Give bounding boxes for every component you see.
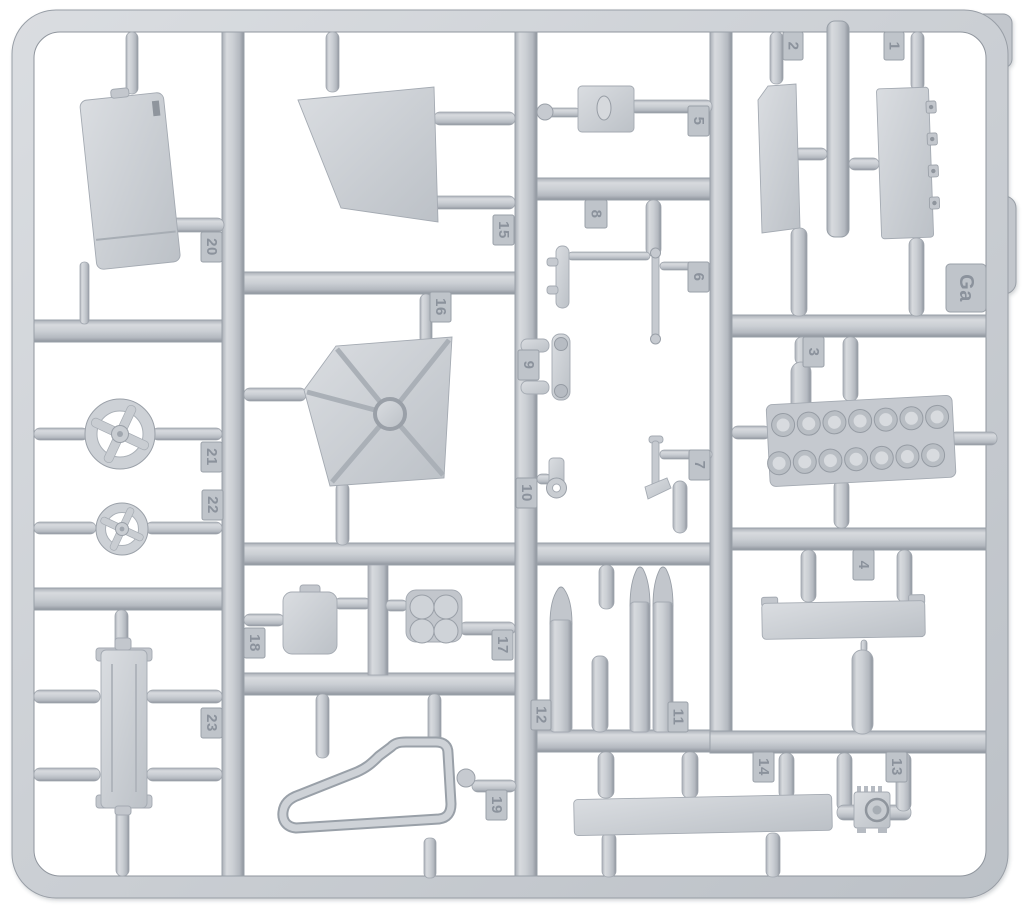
part-number-tag: 19 — [485, 789, 508, 821]
flat-plate-part — [757, 83, 801, 234]
part-number-tag: 7 — [688, 449, 711, 481]
svg-text:5: 5 — [690, 117, 707, 126]
runner-mid-3 — [536, 729, 711, 753]
runner-right-3 — [709, 730, 987, 754]
part-number-tag: 9 — [517, 349, 540, 381]
shell-round-large — [549, 586, 573, 733]
part-number-tag: 5 — [687, 105, 710, 137]
svg-text:11: 11 — [670, 709, 687, 726]
parts — [79, 83, 957, 837]
part-number-tag: 1 — [883, 31, 905, 61]
svg-text:20: 20 — [203, 238, 220, 256]
svg-text:3: 3 — [805, 348, 822, 357]
svg-text:4: 4 — [855, 561, 872, 570]
svg-text:23: 23 — [203, 714, 220, 732]
svg-text:13: 13 — [888, 758, 905, 776]
part-number-tag: 13 — [885, 751, 908, 783]
ribbed-shield-part — [303, 336, 453, 487]
hatch-panel-part — [79, 87, 181, 270]
part-number-tag: 20 — [200, 231, 223, 263]
svg-text:22: 22 — [204, 496, 221, 514]
sprue-letter-tag: Ga — [945, 263, 987, 313]
svg-text:6: 6 — [690, 273, 707, 282]
svg-text:17: 17 — [494, 636, 511, 654]
part-number-tag: 14 — [752, 751, 775, 783]
shell-round-a — [629, 566, 651, 733]
part-number-tag: 12 — [530, 699, 552, 731]
angled-plate-part — [297, 86, 439, 223]
ammo-tray-part — [765, 394, 957, 487]
runner-left-1 — [33, 319, 223, 343]
svg-text:15: 15 — [495, 221, 512, 239]
runner-right-1 — [731, 314, 987, 338]
slot-housing-part — [536, 85, 635, 133]
stowage-crate-part — [95, 637, 153, 816]
svg-text:16: 16 — [432, 298, 449, 316]
runner-col2-1 — [243, 271, 516, 295]
hinged-plate-part — [876, 86, 940, 240]
mount-beam-part — [761, 594, 926, 640]
part-number-tag: 4 — [852, 549, 875, 581]
part-number-tag: 8 — [584, 199, 608, 229]
svg-text:18: 18 — [246, 634, 263, 652]
eye-bracket-part — [546, 457, 567, 499]
pipe-elbow-part — [546, 245, 570, 309]
runners — [33, 20, 987, 877]
svg-text:8: 8 — [588, 210, 605, 219]
runner-col2-2 — [243, 542, 516, 566]
runner-vertical-3 — [709, 31, 733, 754]
svg-text:2: 2 — [785, 42, 802, 51]
part-number-tag: 17 — [491, 629, 514, 661]
shell-round-b — [652, 566, 674, 733]
lever-paddle-part — [644, 435, 672, 500]
part-number-tag: 11 — [667, 701, 689, 733]
part-number-tag: 6 — [687, 261, 710, 293]
svg-text:12: 12 — [533, 706, 550, 724]
four-tube-plate-part — [405, 589, 463, 644]
svg-text:7: 7 — [691, 461, 708, 470]
part-number-tag: 22 — [201, 489, 224, 521]
runner-right-top — [826, 20, 850, 238]
plain-rod-part — [591, 655, 609, 733]
runner-col2-3 — [243, 672, 516, 696]
runner-vertical-1 — [221, 31, 245, 877]
part-number-tag: 3 — [802, 336, 825, 368]
part-number-tags: 20 15 16 21 22 23 18 17 19 5 8 6 9 10 7 … — [200, 31, 987, 821]
runner-vertical-2 — [514, 31, 538, 877]
runner-left-2 — [33, 587, 223, 611]
runner-mid-2 — [536, 542, 711, 566]
runner-mid-1 — [536, 177, 711, 201]
part-number-tag: 2 — [782, 31, 804, 61]
part-number-tag: 21 — [200, 441, 223, 473]
bottom-plate-part — [573, 793, 833, 837]
svg-text:1: 1 — [886, 42, 903, 51]
svg-text:9: 9 — [520, 361, 537, 370]
runner-right-2 — [731, 527, 987, 551]
taper-pin-part — [672, 480, 688, 534]
thin-shaft-part — [650, 247, 661, 345]
svg-text:14: 14 — [755, 758, 772, 776]
svg-text:Ga: Ga — [955, 274, 977, 302]
part-number-tag: 10 — [515, 477, 538, 509]
svg-text:21: 21 — [203, 448, 220, 466]
part-number-tag: 23 — [200, 707, 223, 739]
road-wheel-small — [95, 502, 149, 556]
svg-text:10: 10 — [518, 484, 535, 502]
part-number-tag: 15 — [492, 214, 515, 246]
crank-linkage-part — [520, 333, 571, 401]
small-box-part — [282, 584, 338, 655]
round-pin-part — [851, 649, 874, 735]
panel-slot-detail — [151, 100, 161, 117]
part-number-tag: 16 — [429, 291, 452, 323]
svg-text:19: 19 — [488, 796, 505, 814]
fender-outline-part — [277, 736, 476, 834]
fender-knob — [456, 768, 476, 788]
part-number-tag: 18 — [243, 627, 266, 659]
reel-gauge-part — [853, 786, 891, 833]
road-wheel-large — [84, 398, 156, 470]
